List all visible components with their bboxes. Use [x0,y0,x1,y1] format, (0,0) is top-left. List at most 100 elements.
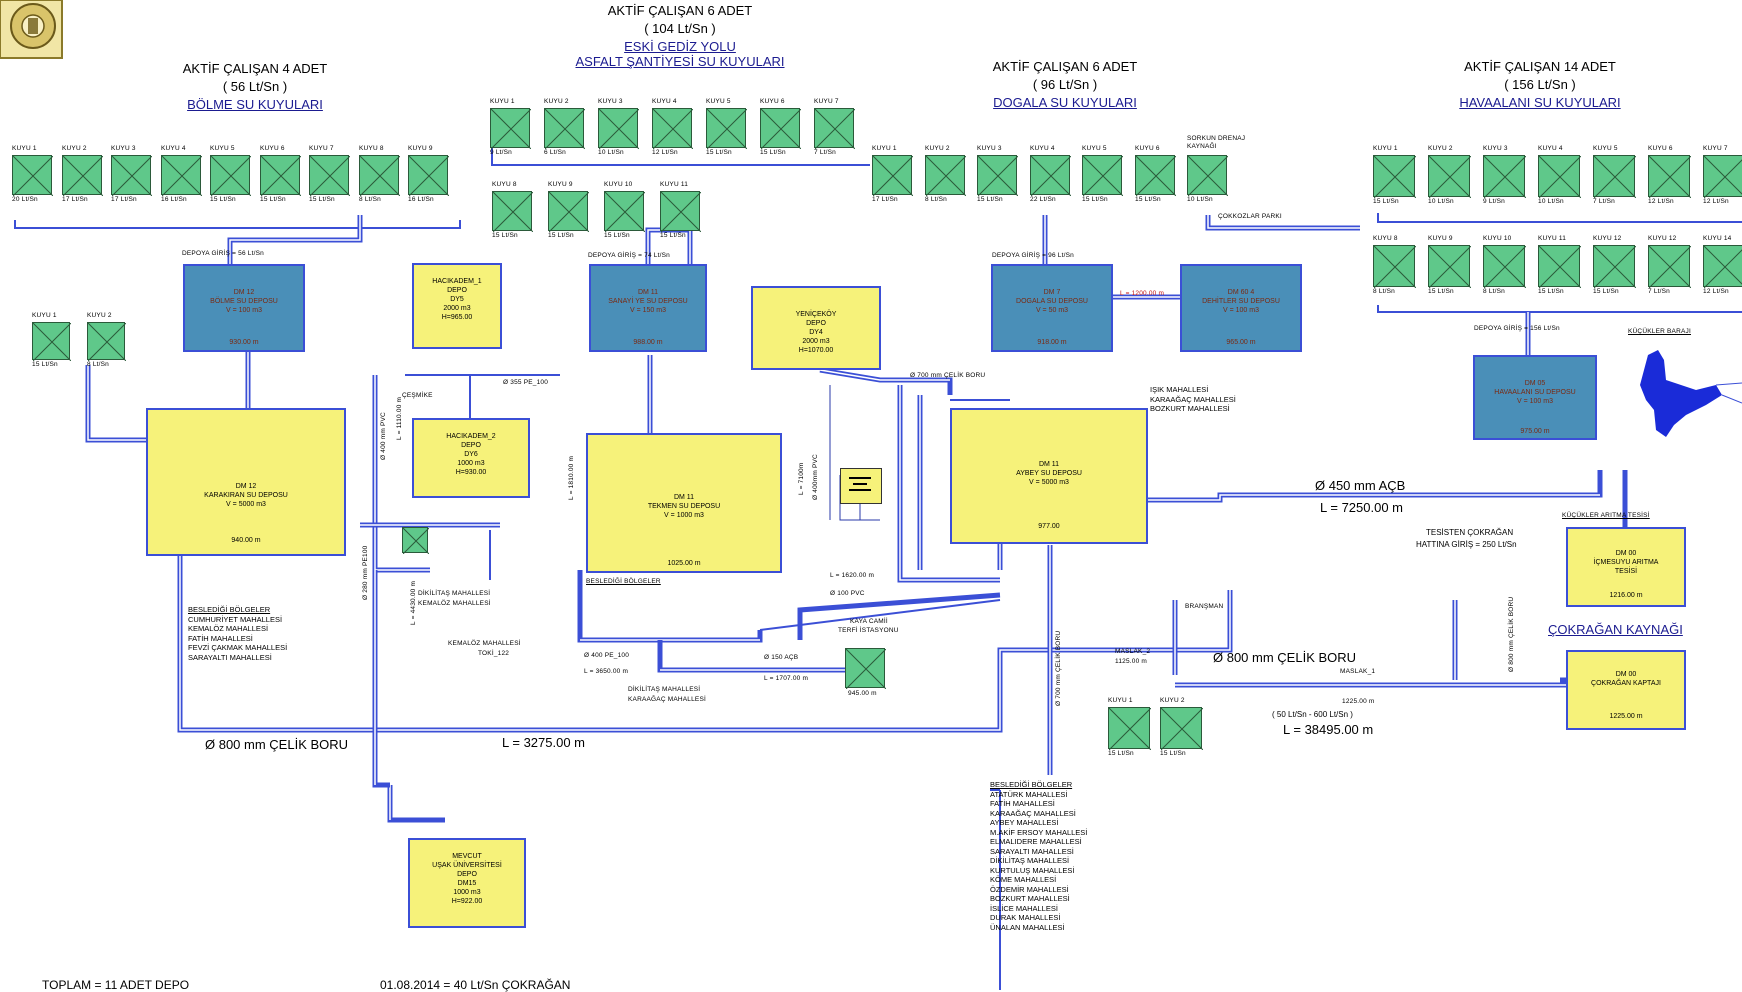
well-box[interactable] [111,155,152,196]
well-cross-icon [1188,156,1228,196]
well-box[interactable] [706,108,747,149]
well-box[interactable] [872,155,913,196]
tank-havaalani-l1: DM 05 [1524,380,1546,387]
tank-hacikadem2-l5: H=930.00 [455,469,487,476]
well-box[interactable] [1030,155,1071,196]
tank-dehitler[interactable]: DM 60 4 DEHİTLER SU DEPOSU V = 100 m3 96… [1180,264,1302,352]
well-box[interactable] [492,191,533,232]
well-box[interactable] [814,108,855,149]
tank-hacikadem2-l1: HACIKADEM_2 [446,433,496,440]
well-box[interactable] [1538,155,1581,198]
well-box[interactable] [1135,155,1176,196]
tank-universite-l1: MEVCUT [452,853,482,860]
label-pvc8400: Ø 400mm PVC [812,454,819,500]
well-flow: 15 Lt/Sn [492,232,518,239]
well-label: KUYU 10 [604,181,633,188]
well-cross-icon [605,192,645,232]
well-box[interactable] [1160,707,1203,750]
tank-hacikadem2[interactable]: HACIKADEM_2 DEPO DY6 1000 m3 H=930.00 [412,418,530,498]
well-box[interactable] [1593,245,1636,288]
tank-bolme[interactable]: DM 12 BÖLME SU DEPOSU V = 100 m3 930.00 … [183,264,305,352]
tank-bolme-l2: BÖLME SU DEPOSU [210,298,278,305]
tank-havaalani-l3: V = 100 m3 [1517,398,1553,405]
well-box[interactable] [652,108,693,149]
well-box[interactable] [32,322,71,361]
well-box[interactable] [548,191,589,232]
well-box[interactable] [210,155,251,196]
well-box[interactable] [408,155,449,196]
tank-kaptaj[interactable]: DM 00 ÇOKRAĞAN KAPTAJI 1225.00 m [1566,650,1686,730]
well-box[interactable] [1648,245,1691,288]
well-box[interactable] [1483,245,1526,288]
well-box[interactable] [260,155,301,196]
well-box[interactable] [1648,155,1691,198]
well-box[interactable] [660,191,701,232]
footer-date-note: 01.08.2014 = 40 Lt/Sn ÇOKRAĞAN [380,978,571,992]
tank-sanayi[interactable]: DM 11 SANAYİ YE SU DEPOSU V = 150 m3 988… [589,264,707,352]
well-label: KUYU 11 [660,181,689,188]
tank-universite-l4: DM15 [457,880,477,887]
tank-universite[interactable]: MEVCUT UŞAK ÜNİVERSİTESİ DEPO DM15 1000 … [408,838,526,928]
well-box[interactable] [161,155,202,196]
well-box[interactable] [490,108,531,149]
well-box[interactable] [925,155,966,196]
well-box[interactable] [1108,707,1151,750]
tank-tekmen[interactable]: DM 11 TEKMEN SU DEPOSU V = 1000 m3 1025.… [586,433,782,573]
well-box[interactable] [1082,155,1123,196]
well-box[interactable] [1538,245,1581,288]
tank-havaalani[interactable]: DM 05 HAVAALANI SU DEPOSU V = 100 m3 975… [1473,355,1597,440]
well-box[interactable] [359,155,400,196]
areas-bottom-title: BESLEDİĞİ BÖLGELER [990,780,1073,789]
small-well-hacikadem[interactable] [402,527,429,554]
well-box[interactable] [1373,245,1416,288]
tank-aritma[interactable]: DM 00 İÇMESUYU ARITMA TESİSİ 1216.00 m [1566,527,1686,607]
tank-hacikadem1[interactable]: HACIKADEM_1 DEPO DY5 2000 m3 H=965.00 [412,263,502,349]
well-cross-icon [707,109,747,149]
well-cross-icon [261,156,301,196]
well-box[interactable] [1428,245,1471,288]
well-cross-icon [491,109,531,149]
tank-yenicekoy[interactable]: YENİÇEKÖY DEPO DY4 2000 m3 H=1070.00 [751,286,881,370]
well-box[interactable] [1593,155,1636,198]
tank-universite-l2: UŞAK ÜNİVERSİTESİ [432,862,502,869]
well-flow: 15 Lt/Sn [977,196,1003,203]
gediz-name1: ESKİ GEDİZ YOLU [624,39,736,54]
well-box[interactable] [1373,155,1416,198]
tank-aybey[interactable]: DM 11 AYBEY SU DEPOSU V = 5000 m3 977.00 [950,408,1148,544]
well-flow: 17 Lt/Sn [111,196,137,203]
well-box[interactable] [760,108,801,149]
well-label: KUYU 2 [1160,697,1185,704]
municipality-logo [0,0,63,59]
well-box[interactable] [62,155,103,196]
well-flow: 15 Lt/Sn [1538,288,1564,295]
kaya-cami-station[interactable] [845,648,886,689]
tank-karakiran[interactable]: DM 12 KARAKIRAN SU DEPOSU V = 5000 m3 94… [146,408,346,556]
label-depoya-bolme: DEPOYA GİRİŞ = 56 Lt/Sn [182,250,264,257]
well-box[interactable] [598,108,639,149]
tank-tekmen-l1: DM 11 [673,494,695,501]
well-box[interactable] [1187,155,1228,196]
well-box[interactable] [977,155,1018,196]
tank-dogala[interactable]: DM 7 DOGALA SU DEPOSU V = 50 m3 918.00 m [991,264,1113,352]
well-box[interactable] [1428,155,1471,198]
well-label: KUYU 9 [1428,235,1453,242]
well-box[interactable] [309,155,350,196]
well-box[interactable] [604,191,645,232]
well-cross-icon [310,156,350,196]
well-box[interactable] [1483,155,1526,198]
well-cross-icon [761,109,801,149]
well-label: KUYU 8 [359,145,384,152]
well-label: KUYU 4 [1538,145,1563,152]
well-cross-icon [1429,156,1471,198]
well-box[interactable] [1703,155,1742,198]
well-cross-icon [1484,246,1526,288]
well-box[interactable] [1703,245,1742,288]
well-box[interactable] [12,155,53,196]
well-box[interactable] [544,108,585,149]
well-label: KUYU 7 [309,145,334,152]
tank-yenicekoy-l3: DY4 [809,329,823,336]
well-label: KUYU 2 [62,145,87,152]
well-box[interactable] [87,322,126,361]
well-label: KUYU 2 [1428,145,1453,152]
